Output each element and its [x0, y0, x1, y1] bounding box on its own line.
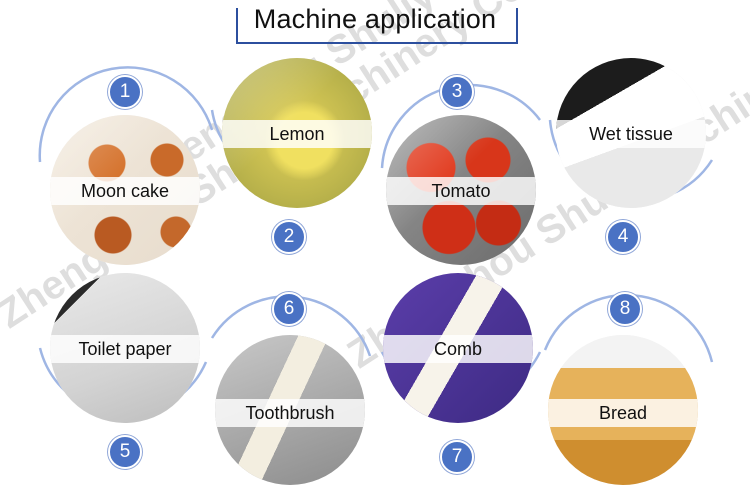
application-item-tomato: Tomato — [386, 115, 536, 265]
application-item-moon-cake: Moon cake — [50, 115, 200, 265]
page-title: Machine application — [253, 4, 497, 34]
item-label: Wet tissue — [556, 120, 706, 148]
arc-1 — [38, 66, 214, 163]
application-item-comb: Comb — [383, 273, 533, 423]
application-item-toilet-paper: Toilet paper — [50, 273, 200, 423]
item-number-badge: 3 — [440, 75, 474, 109]
item-label: Toilet paper — [50, 335, 200, 363]
application-item-lemon: Lemon — [222, 58, 372, 208]
item-number-badge: 1 — [108, 75, 142, 109]
item-number-badge: 4 — [606, 220, 640, 254]
application-item-wet-tissue: Wet tissue — [556, 58, 706, 208]
item-label: Moon cake — [50, 177, 200, 205]
title-block: Machine application — [0, 0, 750, 52]
item-label: Toothbrush — [215, 399, 365, 427]
item-label: Lemon — [222, 120, 372, 148]
title-bracket — [236, 8, 518, 44]
application-item-bread: Bread — [548, 335, 698, 485]
application-item-toothbrush: Toothbrush — [215, 335, 365, 485]
item-number-badge: 7 — [440, 440, 474, 474]
item-label: Comb — [383, 335, 533, 363]
item-label: Tomato — [386, 177, 536, 205]
item-number-badge: 6 — [272, 292, 306, 326]
item-number-badge: 5 — [108, 435, 142, 469]
item-number-badge: 2 — [272, 220, 306, 254]
item-label: Bread — [548, 399, 698, 427]
item-number-badge: 8 — [608, 292, 642, 326]
